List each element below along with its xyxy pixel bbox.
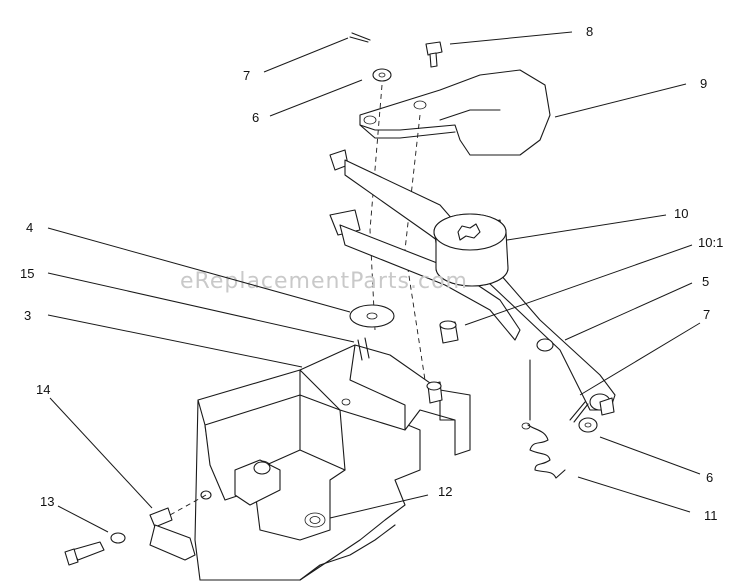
callout-7-top: 7	[243, 68, 250, 83]
callout-5: 5	[702, 274, 709, 289]
callout-labels: 7 8 9 6 10 10:1 4 5 15 3 7 14 6 12 13 11	[20, 24, 723, 523]
watermark-text: eReplacementParts.com	[180, 269, 468, 294]
callout-3: 3	[24, 308, 31, 323]
callout-8: 8	[586, 24, 593, 39]
callout-9: 9	[700, 76, 707, 91]
callout-6-right: 6	[706, 470, 713, 485]
callout-13: 13	[40, 494, 54, 509]
callout-10: 10	[674, 206, 688, 221]
cam-plate	[359, 69, 551, 156]
callout-11: 11	[704, 508, 718, 523]
callout-14: 14	[36, 382, 50, 397]
callout-15: 15	[20, 266, 34, 281]
leader-lines	[47, 31, 701, 533]
spring-hardware	[521, 359, 615, 479]
callout-7-right: 7	[703, 307, 710, 322]
callout-10-1: 10:1	[698, 235, 723, 250]
callout-12: 12	[438, 484, 452, 499]
hub	[426, 213, 509, 404]
callout-4: 4	[26, 220, 33, 235]
pivot-hardware	[64, 459, 281, 566]
callout-6-top: 6	[252, 110, 259, 125]
washer-pin	[349, 304, 395, 361]
